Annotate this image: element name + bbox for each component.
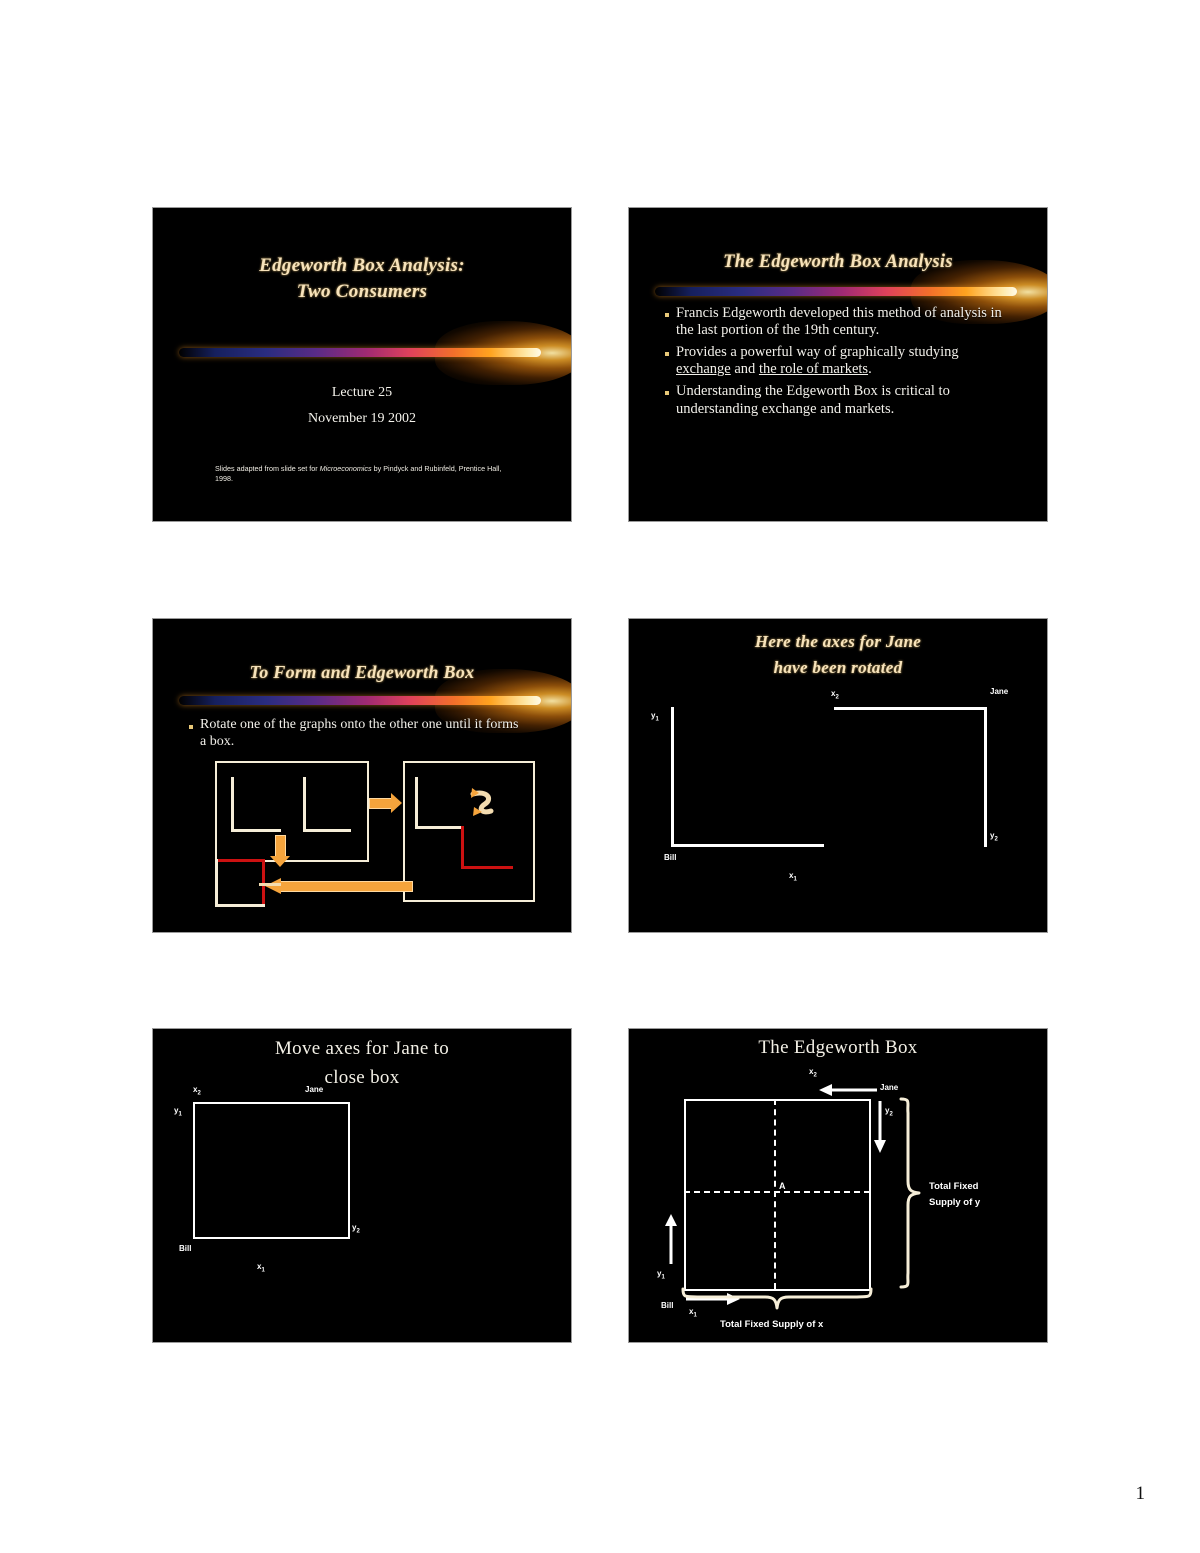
slide-edgeworth-box-analysis: The Edgeworth Box Analysis Francis Edgew… (628, 207, 1048, 522)
label-y2: y2 (990, 831, 998, 843)
axis-vertical-c (415, 777, 418, 829)
dashed-vertical-line (774, 1099, 776, 1289)
slide-title-line2: close box (324, 1067, 400, 1088)
label-jane: Jane (880, 1083, 899, 1092)
title-swoosh-graphic (153, 321, 571, 385)
label-y1: y1 (174, 1106, 182, 1118)
bullet-text-pre: Provides a powerful way of graphically s… (676, 344, 959, 361)
label-bill: Bill (179, 1244, 192, 1253)
label-x1: x1 (789, 871, 797, 883)
bullet-marker-icon (189, 725, 193, 729)
bullet-item: Understanding the Edgeworth Box is criti… (665, 383, 1015, 417)
rotated-axes-diagram: y1 x2 Jane y2 Bill x1 (629, 619, 1047, 932)
bill-y-axis (671, 707, 674, 847)
credit-post: by Pindyck and Rubinfeld, Prentice Hall,… (215, 464, 502, 484)
arrow-left-jane-icon (819, 1084, 881, 1102)
axis-horizontal-red (461, 866, 513, 869)
bullet-text: Francis Edgeworth developed this method … (676, 305, 1002, 339)
left-panel-box (215, 761, 369, 862)
closed-box-diagram: x2 Jane y1 y2 Bill x1 (153, 1029, 571, 1342)
swoosh-flame-icon (435, 321, 571, 385)
bullet-text: Rotate one of the graphs onto the other … (200, 717, 519, 749)
bullet-marker-icon (665, 352, 669, 357)
edgeworth-box-diagram: A x2 Jane y2 (629, 1029, 1047, 1342)
bullet-text-post: . (868, 361, 872, 378)
lecture-date: November 19 2002 (307, 411, 417, 426)
dashed-horizontal-line (684, 1191, 870, 1193)
label-jane: Jane (305, 1085, 324, 1094)
result-box (215, 859, 265, 907)
axis-vertical-b (303, 777, 306, 832)
slide-title-line2: have been rotated (773, 658, 903, 677)
brace-supply-y (897, 1097, 923, 1294)
jane-x-axis (834, 707, 987, 710)
bullet-text: Understanding the Edgeworth Box is criti… (676, 383, 950, 417)
brace-supply-x (681, 1287, 873, 1318)
bullet-marker-icon (665, 391, 669, 396)
label-x2: x2 (193, 1085, 201, 1097)
slide-move-axes-close-box: Move axes for Jane to close box x2 Jane … (152, 1028, 572, 1343)
credit-pre: Slides adapted from slide set for (215, 464, 320, 473)
bullet-item: Provides a powerful way of graphically s… (665, 344, 1015, 378)
label-y2: y2 (352, 1223, 360, 1235)
arrow-down-y2-icon (874, 1101, 887, 1159)
slide-title-line1: Here the axes for Jane (754, 632, 922, 651)
slide-the-edgeworth-box: The Edgeworth Box A x2 Jane y2 (628, 1028, 1048, 1343)
label-bill: Bill (661, 1301, 674, 1310)
bullet-item: Francis Edgeworth developed this method … (665, 305, 1015, 339)
label-supply-y-line1: Total Fixed (929, 1181, 979, 1192)
label-supply-y-line2: Supply of y (929, 1197, 981, 1208)
swoosh-gradient-bar (179, 348, 541, 357)
page-number: 1 (1135, 1483, 1146, 1504)
label-x2: x2 (809, 1067, 817, 1079)
label-y1: y1 (657, 1269, 665, 1281)
slide-title: To Form and Edgeworth Box (249, 662, 475, 682)
label-y2: y2 (885, 1106, 893, 1118)
label-jane: Jane (990, 687, 1009, 696)
edgeworth-box-rect (193, 1102, 350, 1239)
link-exchange: exchange (676, 361, 731, 378)
label-x1: x1 (689, 1307, 697, 1319)
credit-book-title: Microeconomics (319, 464, 372, 473)
axis-vertical-a (231, 777, 234, 832)
label-bill: Bill (664, 853, 677, 862)
edgeworth-box-rect (684, 1099, 871, 1291)
result-box-top (215, 859, 265, 862)
slide-title-line1: Move axes for Jane to (274, 1038, 450, 1059)
bullet-text-mid: and (730, 361, 759, 378)
label-supply-x: Total Fixed Supply of x (720, 1319, 824, 1330)
slide-axes-rotated: Here the axes for Jane have been rotated… (628, 618, 1048, 933)
swoosh-gradient-bar (655, 287, 1017, 296)
label-y1: y1 (651, 711, 659, 723)
link-role-of-markets: the role of markets (758, 361, 869, 378)
lecture-number: Lecture 25 (331, 385, 393, 400)
bill-x-axis (671, 844, 824, 847)
slide-title: The Edgeworth Box Analysis (723, 252, 953, 272)
credit-note: Slides adapted from slide set for Microe… (215, 464, 515, 485)
bullet-marker-icon (665, 313, 669, 317)
right-panel-box (403, 761, 535, 902)
result-box-left (215, 859, 218, 907)
axis-horizontal-b (303, 829, 351, 832)
slide-to-form-edgeworth-box: To Form and Edgeworth Box Rotate one of … (152, 618, 572, 933)
bullet-text: Provides a powerful way of graphically s… (676, 344, 1015, 378)
bullet-list: Francis Edgeworth developed this method … (665, 305, 1015, 423)
rotate-arrow-icon (465, 787, 499, 819)
slide-title: The Edgeworth Box (758, 1037, 918, 1058)
slide-title-line2: Two Consumers (296, 281, 428, 302)
slide-title-line1: Edgeworth Box Analysis: (259, 255, 465, 276)
rotation-diagram (153, 619, 571, 932)
slide-title: Edgeworth Box Analysis: Two Consumers Le… (152, 207, 572, 522)
arrow-up-y1-icon (665, 1214, 678, 1269)
label-point-a: A (779, 1181, 786, 1191)
axis-horizontal-a (231, 829, 281, 832)
axis-vertical-red (461, 826, 464, 869)
bullet-list: Rotate one of the graphs onto the other … (189, 717, 519, 755)
label-x1: x1 (257, 1262, 265, 1274)
bullet-item: Rotate one of the graphs onto the other … (189, 717, 519, 750)
axis-horizontal-c (415, 826, 463, 829)
jane-y-axis (984, 707, 987, 847)
label-x2: x2 (831, 689, 839, 701)
result-box-bottom (215, 904, 265, 907)
